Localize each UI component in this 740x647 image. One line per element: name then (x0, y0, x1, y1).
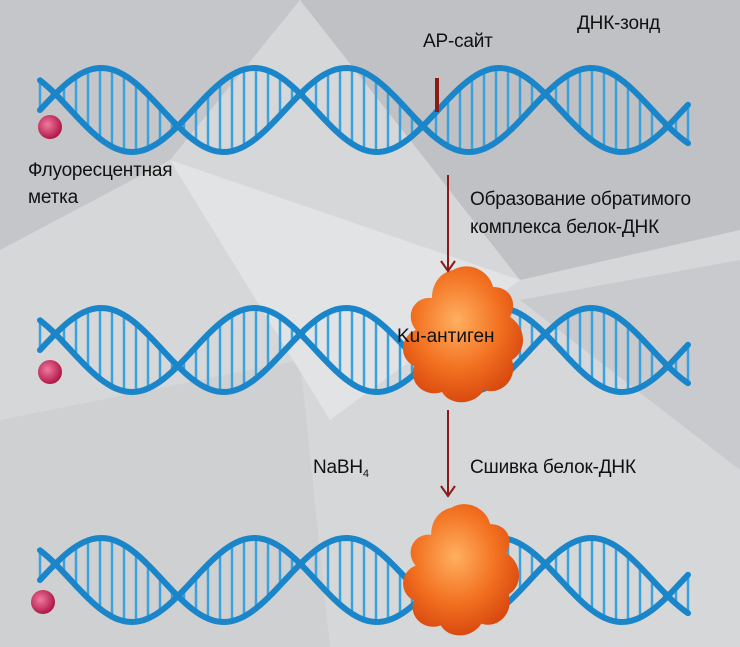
ku-antigen-protein (402, 266, 524, 403)
dna-helix-complex (37, 305, 691, 396)
fluorescent-tag-icon (38, 115, 62, 139)
arrow-down-icon (440, 175, 456, 273)
step1-label-line1: Образование обратимого (470, 189, 691, 210)
dna-backbone-strand (37, 535, 691, 626)
reagent-base: NaBH (313, 457, 363, 478)
dna-backbone-strand (37, 305, 691, 396)
dna-helix-crosslinked (37, 535, 691, 626)
ku-antigen-crosslinked (403, 504, 520, 636)
fluorescent-label-line1: Флуоресцентная (28, 160, 173, 181)
dna-backbone-strand (37, 535, 691, 626)
reagent-label: NaBH4 (313, 456, 369, 486)
dna-backbone-strand (37, 65, 691, 156)
reagent-subscript: 4 (362, 468, 369, 480)
dna-probe-label: ДНК-зонд (577, 13, 661, 34)
ku-antigen-label: Ku-антиген (397, 326, 495, 347)
fluorescent-label-line2: метка (28, 187, 78, 208)
fluorescent-tag-icon (38, 360, 62, 384)
step2-label: Сшивка белок-ДНК (470, 457, 636, 478)
ap-site-marker (435, 78, 439, 112)
step1-label-line2: комплекса белок-ДНК (470, 217, 659, 238)
dna-backbone-strand (37, 305, 691, 396)
ap-site-label: AP-сайт (423, 31, 493, 52)
fluorescent-tag-icon (31, 590, 55, 614)
dna-backbone-strand (37, 65, 691, 156)
arrow-down-icon (440, 410, 456, 498)
dna-helix-probe (37, 65, 691, 156)
